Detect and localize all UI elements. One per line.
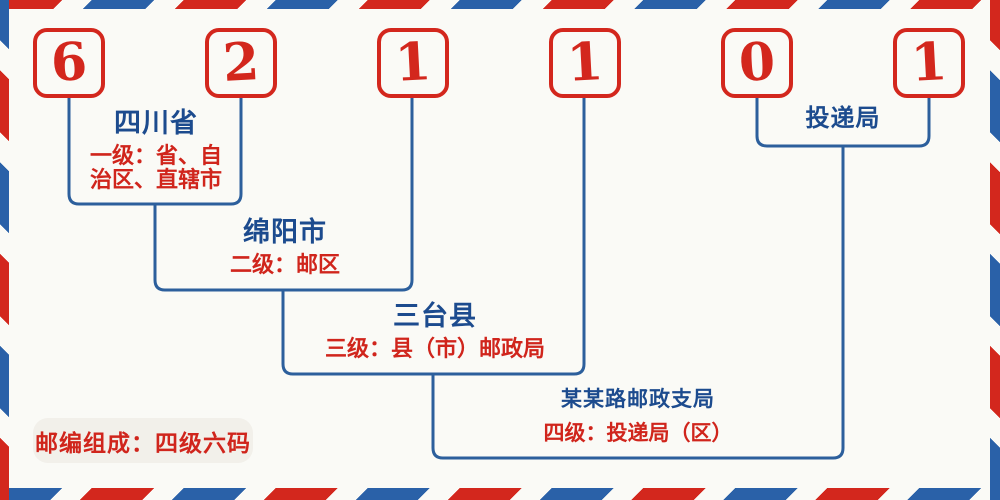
digit-value: 1: [909, 31, 949, 94]
level4-description: 四级：投递局（区）: [543, 422, 733, 446]
city-name: 绵阳市: [242, 217, 327, 248]
branch-name: 某某路邮政支局: [561, 386, 715, 411]
digit-value: 1: [393, 31, 433, 94]
bracket-delivery-office: [755, 97, 931, 148]
level3-county-label: 三台县 三级：县（市）邮政局: [324, 301, 546, 362]
level1-description: 一级：省、自 治区、直辖市: [89, 143, 223, 192]
province-name: 四川省: [113, 108, 198, 139]
level1-province-label: 四川省 一级：省、自 治区、直辖市: [89, 108, 223, 192]
digit-box-1: 6: [33, 28, 105, 98]
airmail-border-top: [0, 0, 1000, 9]
digit-value: 2: [221, 31, 261, 94]
airmail-border-left: [0, 0, 9, 500]
digit-box-6: 1: [893, 28, 965, 98]
bracket-level4: [431, 146, 845, 460]
digit-box-4: 1: [549, 28, 621, 98]
composition-note-text: 邮编组成：四级六码: [35, 429, 251, 456]
digit-box-2: 2: [205, 28, 277, 98]
delivery-office-label: 投递局: [806, 105, 881, 130]
digit-box-5: 0: [721, 28, 793, 98]
airmail-border-bottom: [0, 488, 1000, 500]
digit-box-3: 1: [377, 28, 449, 98]
level2-description: 二级：邮区: [229, 252, 341, 278]
level4-branch-label: 某某路邮政支局 四级：投递局（区）: [543, 386, 733, 446]
digit-value: 6: [49, 31, 89, 94]
level3-description: 三级：县（市）邮政局: [324, 336, 546, 362]
composition-note-badge: 邮编组成：四级六码: [33, 418, 253, 463]
level2-city-label: 绵阳市 二级：邮区: [229, 217, 341, 278]
delivery-office-name: 投递局: [805, 103, 881, 132]
county-name: 三台县: [392, 301, 477, 332]
airmail-border-right: [990, 0, 1000, 500]
digit-value: 1: [565, 31, 605, 94]
digit-value: 0: [737, 31, 777, 94]
